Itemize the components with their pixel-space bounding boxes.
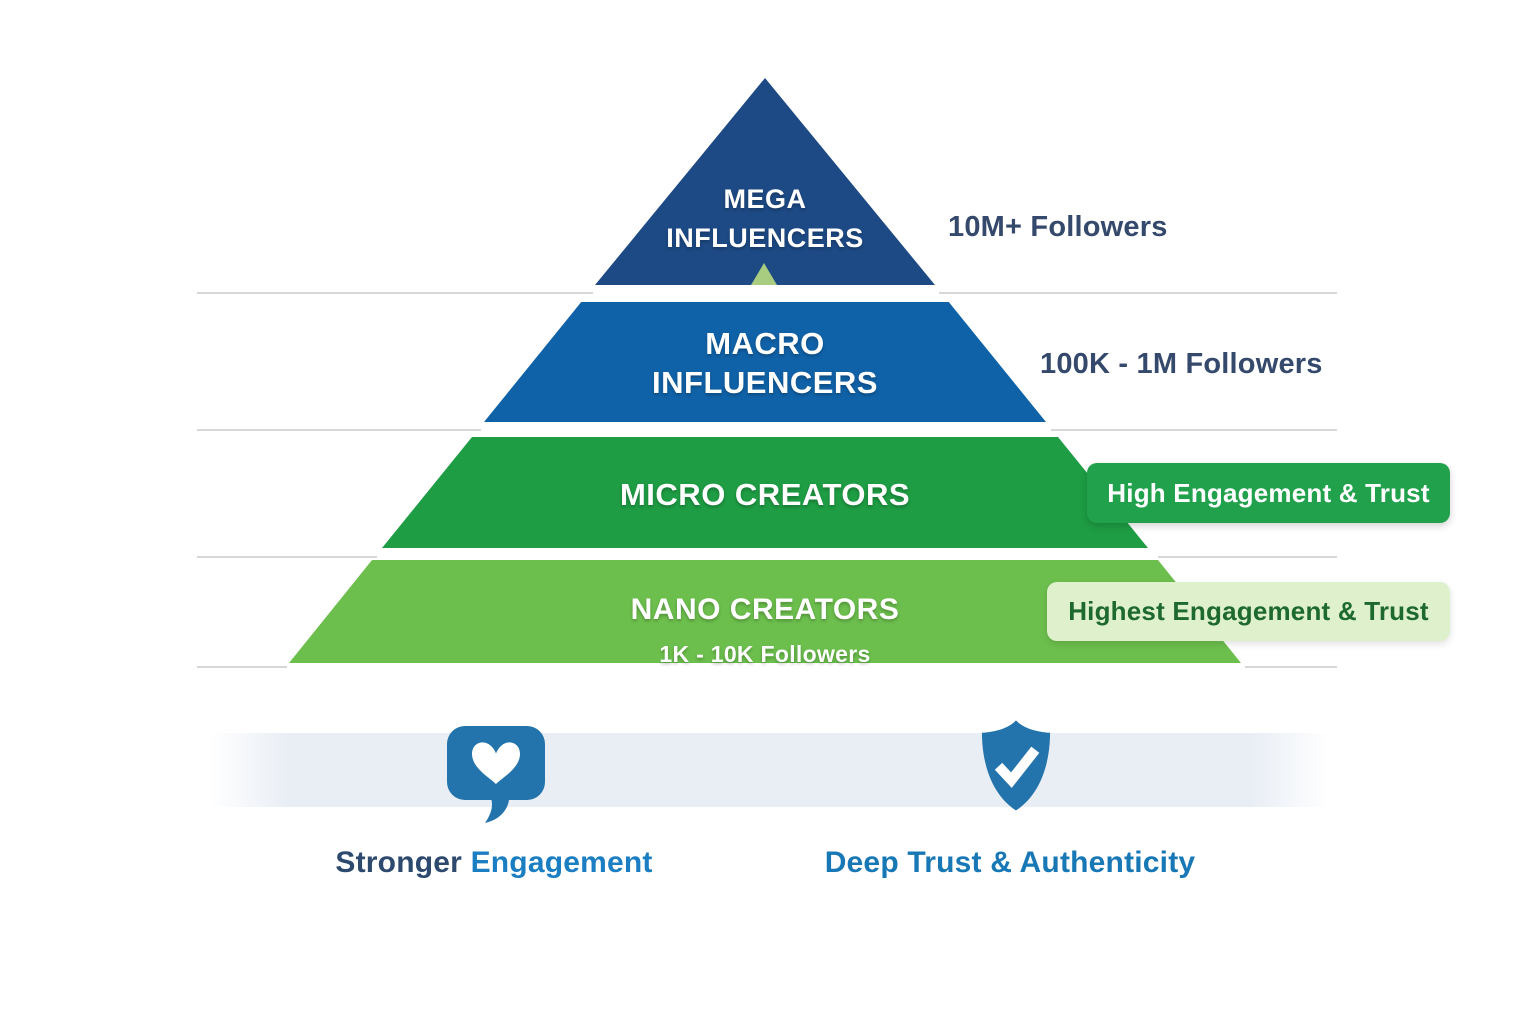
footer-label-trust: Deep Trust & Authenticity xyxy=(824,846,1196,879)
tier-divider-line xyxy=(197,292,593,294)
heart-speech-bubble-icon xyxy=(443,724,549,824)
tier-label-micro: MICRO CREATORS xyxy=(619,477,911,512)
tier-label-nano: NANO CREATORS 1K - 10K Followers xyxy=(289,592,1241,672)
pyramid-tier-micro xyxy=(382,437,1148,548)
shield-check-icon xyxy=(970,716,1062,824)
annotation-mega-followers: 10M+ Followers xyxy=(948,211,1168,243)
footer-band xyxy=(210,733,1330,807)
tier-label-nano-title: NANO CREATORS xyxy=(630,593,900,626)
footer-label-engagement-word1: Stronger xyxy=(335,846,463,879)
pyramid-tier-macro xyxy=(484,302,1046,422)
tier-divider-line xyxy=(197,429,481,431)
tier-divider-line xyxy=(1158,556,1337,558)
tier-label-mega-line2: INFLUENCERS xyxy=(666,223,864,253)
tier-divider-line xyxy=(1051,429,1337,431)
tier-divider-line xyxy=(939,292,1337,294)
tier-label-nano-followers: 1K - 10K Followers xyxy=(659,641,871,667)
tier-label-mega: MEGA INFLUENCERS xyxy=(595,180,935,258)
footer-label-engagement-word2: Engagement xyxy=(470,846,653,879)
tier-label-mega-line1: MEGA xyxy=(723,184,807,214)
tier-divider-line xyxy=(197,666,287,668)
tier-label-macro-line1: MACRO xyxy=(705,326,825,361)
badge-high-engagement: High Engagement & Trust xyxy=(1087,463,1450,523)
footer-label-engagement: Stronger Engagement xyxy=(294,846,694,880)
tier-divider-line xyxy=(1245,666,1337,668)
badge-highest-engagement: Highest Engagement & Trust xyxy=(1047,582,1450,641)
tier-label-macro-line2: INFLUENCERS xyxy=(652,365,878,400)
annotation-macro-followers: 100K - 1M Followers xyxy=(1040,348,1323,380)
tier-divider-line xyxy=(197,556,377,558)
tier-label-macro: MACRO INFLUENCERS xyxy=(484,324,1046,402)
